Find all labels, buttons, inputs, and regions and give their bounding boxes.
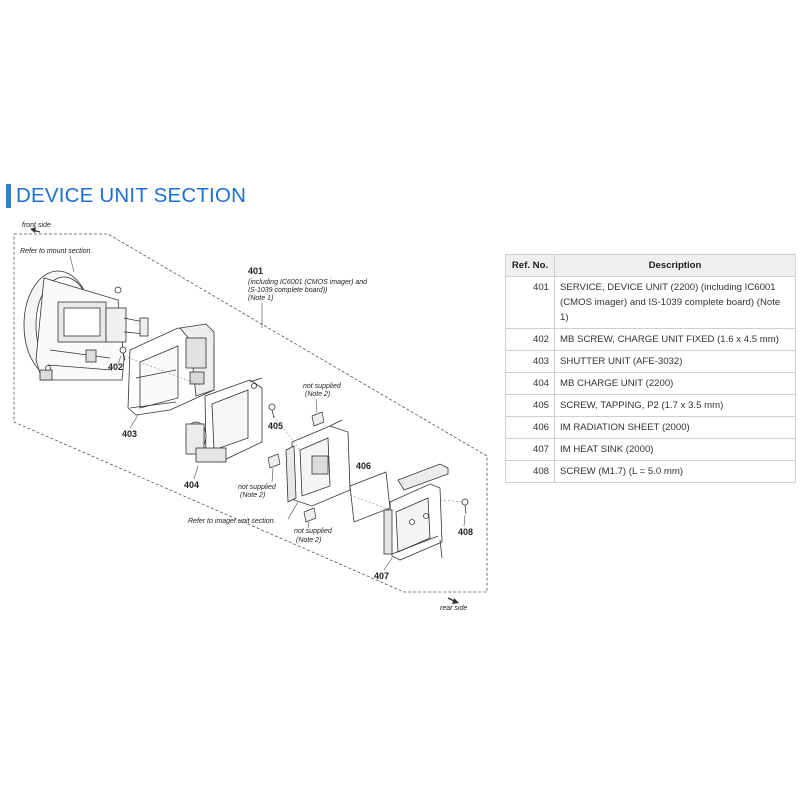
screw-408-shape <box>461 498 469 515</box>
front-side-label: front side <box>22 222 51 229</box>
not-supplied-label-3: not supplied <box>294 528 333 535</box>
row-description: MB SCREW, CHARGE UNIT FIXED (1.6 x 4.5 m… <box>554 328 796 351</box>
leader-407 <box>383 557 393 571</box>
leader-ns-1 <box>315 398 318 413</box>
alignment-lines <box>123 355 465 511</box>
callout-407: 407 <box>374 571 389 581</box>
parts-table-container: Ref. No. Description 401 SERVICE, DEVICE… <box>505 254 796 483</box>
row-ref: 405 <box>505 394 555 417</box>
note2-label-2: (Note 2) <box>240 492 265 499</box>
row-description: IM HEAT SINK (2000) <box>554 438 796 461</box>
unit-401-line2: IS-1039 complete board)) <box>248 287 327 294</box>
row-ref: 404 <box>505 372 555 395</box>
callout-404: 404 <box>184 480 199 490</box>
callout-403: 403 <box>122 429 137 439</box>
header-description: Description <box>554 254 796 277</box>
refer-imager-label: Refer to imager unit section. <box>188 518 276 525</box>
table-row: 406 IM RADIATION SHEET (2000) <box>505 416 796 439</box>
heat-sink-407-shape <box>383 463 449 561</box>
front-side-arrow-icon <box>30 227 41 233</box>
leader-mount <box>69 255 75 273</box>
table-row: 407 IM HEAT SINK (2000) <box>505 438 796 461</box>
part-not-supplied-1-shape <box>311 411 325 427</box>
imager-unit-shape <box>285 419 351 507</box>
title-accent-bar <box>6 184 11 208</box>
leader-imager <box>287 501 299 520</box>
callout-402: 402 <box>108 362 123 372</box>
row-ref: 402 <box>505 328 555 351</box>
part-not-supplied-2-shape <box>267 453 281 469</box>
table-header-row: Ref. No. Description <box>505 254 796 277</box>
unit-401-line1: (including IC6001 (CMOS imager) and <box>248 279 368 286</box>
row-ref: 408 <box>505 460 555 483</box>
header-ref-no: Ref. No. <box>505 254 555 277</box>
row-description: SHUTTER UNIT (AFE-3032) <box>554 350 796 373</box>
leader-408 <box>463 514 466 527</box>
table-row: 403 SHUTTER UNIT (AFE-3032) <box>505 350 796 373</box>
not-supplied-label-2: not supplied <box>238 484 277 491</box>
leader-404 <box>193 465 199 480</box>
row-ref: 403 <box>505 350 555 373</box>
unit-401-number: 401 <box>248 266 263 276</box>
callout-405: 405 <box>268 421 283 431</box>
rear-side-arrow-icon <box>447 597 459 604</box>
row-description: SCREW (M1.7) (L = 5.0 mm) <box>554 460 796 483</box>
exploded-diagram: front side rear side Refer to mount sect… <box>0 210 500 620</box>
leader-402 <box>117 355 122 365</box>
leader-ns-2 <box>271 467 274 483</box>
diagram-boundary-dashed <box>13 233 488 593</box>
table-row: 404 MB CHARGE UNIT (2200) <box>505 372 796 395</box>
note2-label-3: (Note 2) <box>296 537 321 544</box>
charge-unit-404-shape <box>185 377 263 463</box>
unit-401-line3: (Note 1) <box>248 295 273 302</box>
callout-408: 408 <box>458 527 473 537</box>
row-description: SCREW, TAPPING, P2 (1.7 x 3.5 mm) <box>554 394 796 417</box>
row-ref: 407 <box>505 438 555 461</box>
mount-assembly-shape <box>23 270 149 381</box>
parts-table: Ref. No. Description 401 SERVICE, DEVICE… <box>505 254 796 483</box>
table-row: 405 SCREW, TAPPING, P2 (1.7 x 3.5 mm) <box>505 394 796 417</box>
screw-402-shape <box>119 346 127 361</box>
row-ref: 401 <box>505 276 555 329</box>
part-not-supplied-3-shape <box>303 507 317 523</box>
table-row: 408 SCREW (M1.7) (L = 5.0 mm) <box>505 460 796 483</box>
callout-406: 406 <box>356 461 371 471</box>
screw-405-shape <box>268 403 276 419</box>
refer-mount-label: Refer to mount section. <box>20 248 92 255</box>
row-description: IM RADIATION SHEET (2000) <box>554 416 796 439</box>
row-description: SERVICE, DEVICE UNIT (2200) (including I… <box>554 276 796 329</box>
rear-side-label: rear side <box>440 605 467 612</box>
shutter-unit-403-shape <box>127 323 215 416</box>
note2-label-1: (Note 2) <box>305 391 330 398</box>
row-description: MB CHARGE UNIT (2200) <box>554 372 796 395</box>
page-title: DEVICE UNIT SECTION <box>16 184 247 207</box>
row-ref: 406 <box>505 416 555 439</box>
not-supplied-label-1: not supplied <box>303 383 342 390</box>
table-row: 402 MB SCREW, CHARGE UNIT FIXED (1.6 x 4… <box>505 328 796 351</box>
table-row: 401 SERVICE, DEVICE UNIT (2200) (includi… <box>505 276 796 329</box>
leader-ns-3 <box>307 521 310 529</box>
leader-403 <box>129 414 139 429</box>
